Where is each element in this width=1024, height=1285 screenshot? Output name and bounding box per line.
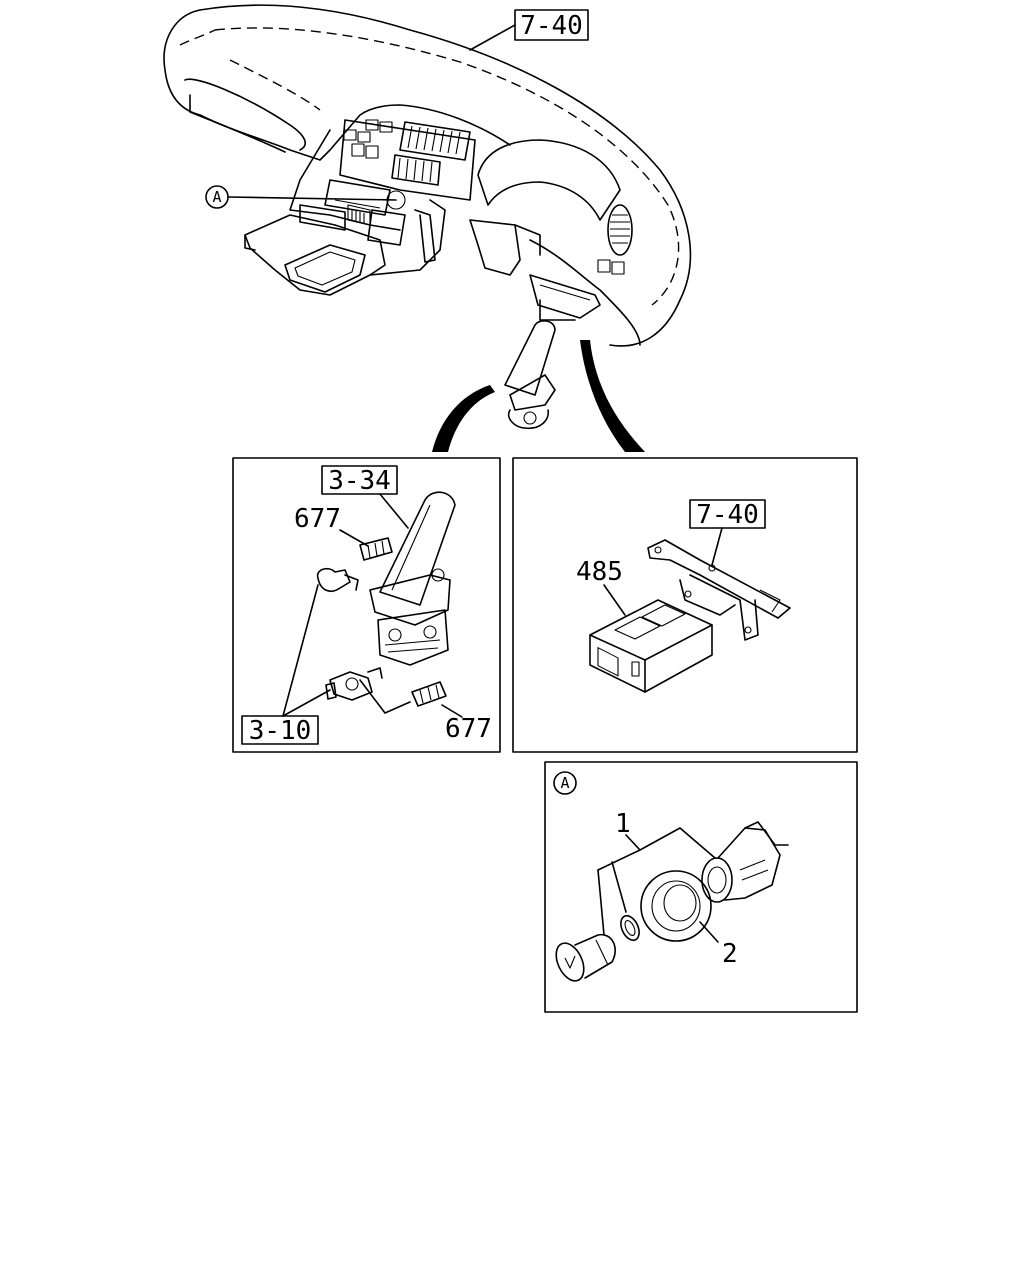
cigarette-lighter-assembly — [555, 821, 789, 982]
pedal-ref-label: 3-34 — [328, 466, 391, 496]
hose-ref-label: 3-10 — [249, 716, 312, 746]
ring-part-label: 2 — [722, 939, 738, 969]
control-unit-panel — [512, 457, 858, 753]
dash-ref-label: 7-40 — [520, 11, 583, 41]
detail-a-marker — [553, 771, 577, 795]
mounting-bracket — [647, 539, 791, 641]
ref-box-bracket — [689, 499, 766, 529]
brake-valve-drawing — [316, 491, 456, 707]
dashboard-assembly — [163, 4, 692, 347]
ref-box-dash — [514, 9, 589, 41]
fitting-top-label: 677 — [294, 504, 341, 534]
arrow-right — [580, 340, 645, 452]
ref-box-pedal — [321, 465, 398, 495]
pedal-assembly-small — [504, 320, 556, 430]
brake-valve-panel — [232, 457, 501, 753]
arrow-left — [432, 385, 495, 452]
socket-part-label: 1 — [615, 809, 631, 839]
leader-callout-a — [227, 196, 397, 201]
control-unit-box — [589, 599, 713, 693]
side-vent — [607, 204, 633, 256]
unit-part-label: 485 — [576, 557, 623, 587]
callout-a-label: A — [212, 188, 221, 206]
lighter-detail-panel — [544, 761, 858, 1013]
ref-box-hose — [241, 715, 319, 745]
center-vent — [391, 121, 471, 186]
fitting-bottom-label: 677 — [445, 714, 492, 744]
detail-a-label: A — [560, 774, 569, 792]
bracket-ref-label: 7-40 — [696, 500, 759, 530]
leader-dash-ref — [469, 24, 516, 51]
